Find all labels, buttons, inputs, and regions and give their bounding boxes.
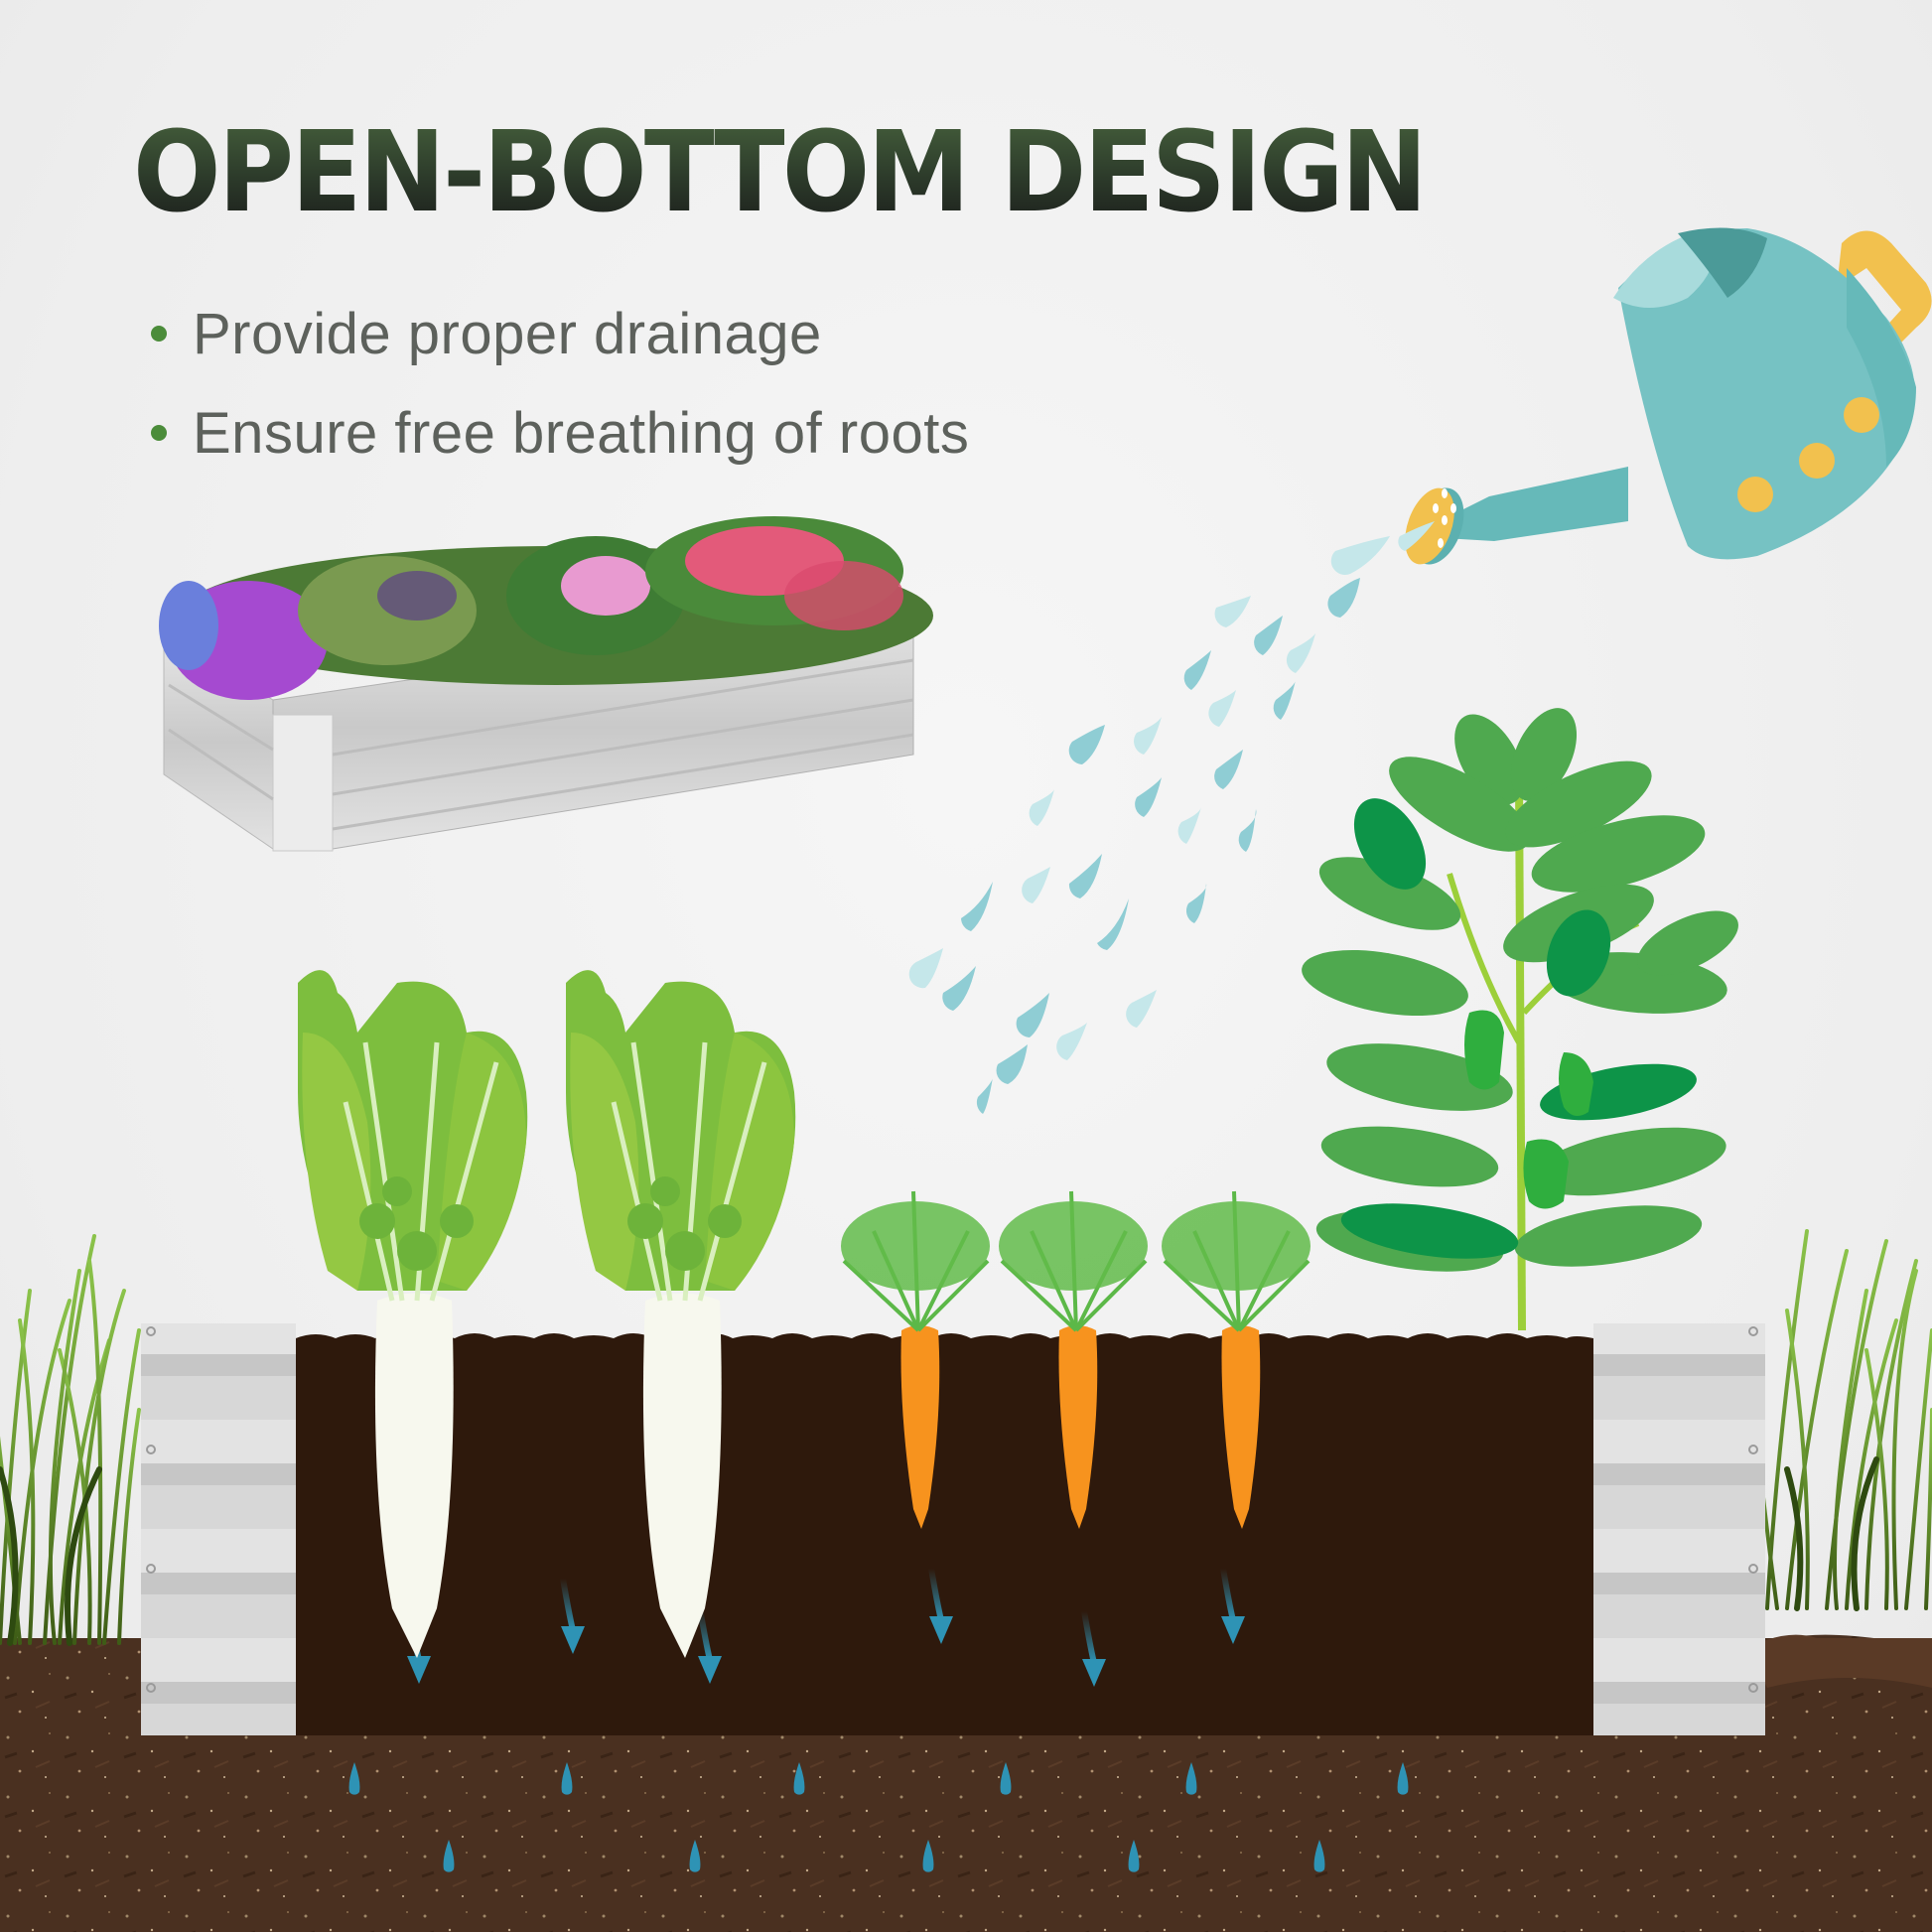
water-spray-drops [908,521,1435,1114]
feature-item: Provide proper drainage [151,284,969,383]
bullet-dot-icon [151,326,167,342]
carrot-3 [1162,1190,1311,1529]
pepper-plant [1302,708,1738,1331]
watering-can [1405,227,1932,565]
radish-2 [566,970,796,1658]
feature-text: Ensure free breathing of roots [193,400,970,466]
feature-text: Provide proper drainage [193,301,822,366]
product-photo-raised-bed [159,516,933,852]
carrot-1 [841,1190,990,1529]
grass-left [0,1234,141,1646]
drain-arrows [406,1568,1245,1687]
feature-item: Ensure free breathing of roots [151,383,969,483]
grass-right [1745,1229,1932,1611]
carrot-2 [999,1190,1148,1529]
flower-mass [159,516,933,700]
radish-1 [298,970,528,1658]
ground-water-drops [348,1762,1409,1872]
headline: OPEN-BOTTOM DESIGN [133,108,1428,237]
bullet-dot-icon [151,425,167,441]
raised-bed-cross-section [141,1323,1765,1735]
feature-list: Provide proper drainage Ensure free brea… [151,284,969,483]
